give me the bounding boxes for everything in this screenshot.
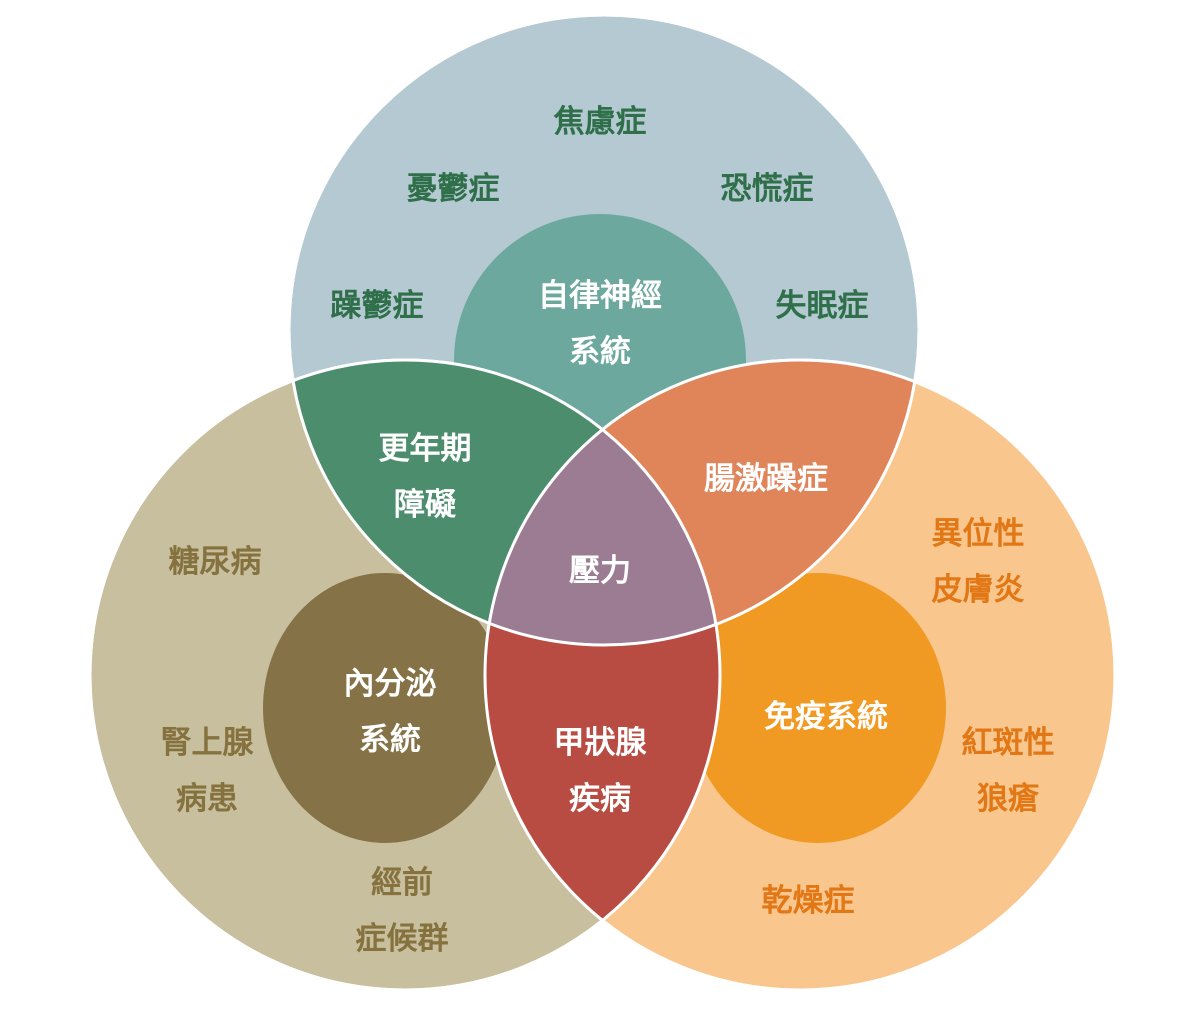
label-stress: 壓力	[569, 544, 631, 600]
label-endocrine-system: 內分泌系統	[344, 657, 437, 769]
right-inner-circle	[690, 573, 946, 843]
label-line: 障礙	[394, 487, 456, 523]
label-line: 憂鬱症	[406, 171, 500, 208]
label-lupus: 紅斑性狼瘡	[962, 716, 1055, 828]
label-line: 皮膚炎	[931, 572, 1025, 608]
label-thyroid-disease: 甲狀腺疾病	[554, 716, 647, 828]
label-menopause-disorder: 更年期障礙	[379, 422, 472, 534]
label-line: 系統	[569, 334, 631, 370]
label-pms: 經前症候群	[356, 856, 449, 968]
label-line: 疾病	[569, 781, 631, 817]
label-line: 狼瘡	[977, 781, 1039, 817]
label-diabetes: 糖尿病	[169, 535, 262, 591]
label-line: 症候群	[355, 921, 449, 957]
label-depression: 憂鬱症	[407, 162, 500, 218]
label-line: 更年期	[378, 431, 472, 468]
left-inner-circle	[263, 573, 507, 843]
label-anxiety: 焦慮症	[554, 95, 647, 151]
label-ibs: 腸激躁症	[704, 452, 828, 508]
label-immune-system: 免疫系統	[764, 690, 888, 746]
label-line: 系統	[359, 722, 421, 758]
right-circle-outline	[483, 358, 1117, 992]
label-line: 經前	[371, 865, 433, 902]
label-atopic-dermatitis: 異位性皮膚炎	[932, 507, 1025, 619]
label-line: 焦慮症	[553, 104, 647, 141]
label-line: 甲狀腺	[553, 725, 647, 762]
label-line: 病患	[176, 781, 238, 817]
label-adrenal: 腎上腺病患	[161, 716, 254, 828]
label-line: 免疫系統	[764, 699, 888, 736]
label-line: 內分泌	[343, 666, 437, 703]
label-line: 自律神經	[538, 278, 662, 315]
label-line: 壓力	[569, 553, 631, 590]
label-line: 躁鬱症	[330, 288, 424, 325]
label-line: 腎上腺	[160, 725, 254, 762]
label-bipolar: 躁鬱症	[331, 279, 424, 335]
label-line: 紅斑性	[961, 725, 1055, 762]
label-sjogren: 乾燥症	[762, 874, 855, 930]
label-line: 乾燥症	[761, 883, 855, 920]
label-autonomic-nervous-system: 自律神經系統	[538, 269, 662, 381]
top-circle-outline	[287, 13, 921, 647]
label-insomnia: 失眠症	[776, 279, 869, 335]
label-panic: 恐慌症	[721, 162, 814, 218]
label-line: 恐慌症	[720, 171, 814, 208]
label-line: 失眠症	[775, 288, 869, 325]
label-line: 腸激躁症	[704, 461, 828, 498]
label-line: 糖尿病	[168, 544, 262, 581]
label-line: 異位性	[931, 516, 1025, 553]
left-circle-outline	[88, 358, 722, 992]
